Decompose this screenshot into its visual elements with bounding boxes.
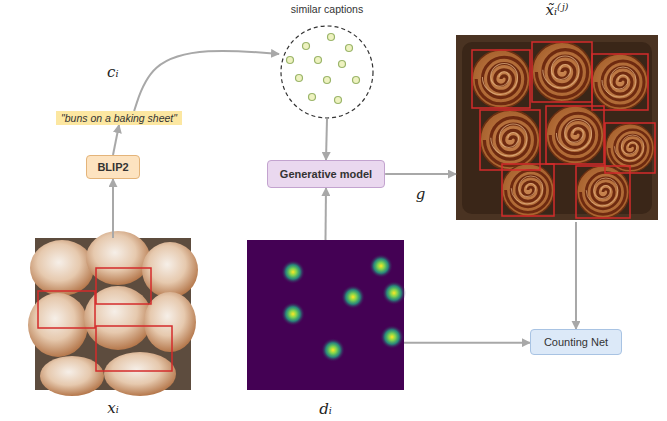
caption-highlight: "buns on a baking sheet" (56, 111, 182, 125)
flow-arrow (326, 119, 327, 160)
process-box: Counting Net (530, 329, 622, 355)
caption-cloud-node: similar captions (279, 3, 375, 119)
flow-arrow (112, 179, 114, 238)
flow-arrow (134, 51, 279, 111)
flow-arrow (385, 173, 456, 175)
math-label: cᵢ (107, 64, 118, 81)
node-text: "buns on a baking sheet" (61, 112, 177, 124)
flow-arrow (404, 342, 530, 344)
node-text: Generative model (280, 168, 372, 180)
process-box: Generative model (267, 160, 385, 188)
density-map-node: dᵢ (247, 240, 404, 417)
node-text: similar captions (291, 3, 363, 15)
node-text: x̃ᵢ⁽ʲ⁾ (546, 2, 569, 19)
flow-arrow (325, 188, 327, 240)
density-map (247, 240, 406, 390)
flow-arrow (575, 222, 577, 329)
node-text: dᵢ (319, 401, 332, 418)
node-text: Counting Net (544, 336, 608, 348)
input-image-node: xᵢ (35, 238, 191, 416)
caption-cloud (281, 26, 373, 118)
flow-arrow (113, 125, 119, 155)
generated-image-node: x̃ᵢ⁽ʲ⁾ (456, 2, 658, 222)
process-box: BLIP2 (86, 155, 139, 179)
edge-label: g (416, 186, 426, 203)
bun-photo (28, 231, 198, 396)
generated-photo (456, 35, 658, 220)
node-text: BLIP2 (97, 161, 128, 173)
node-text: xᵢ (107, 400, 118, 417)
